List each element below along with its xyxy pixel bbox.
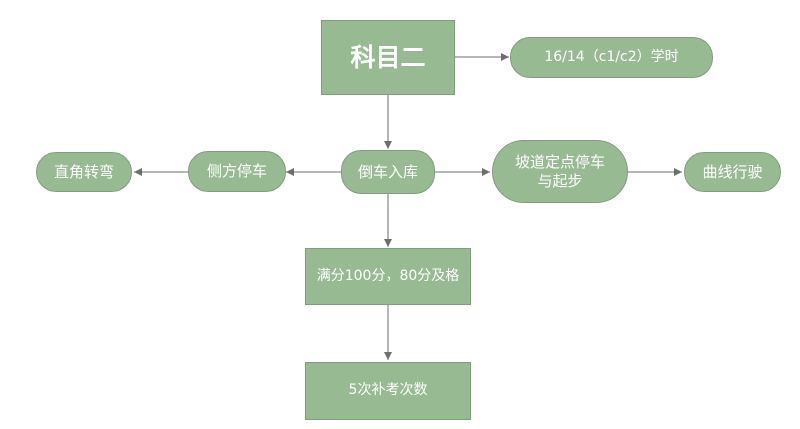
node-hours-label: 16/14（c1/c2）学时 (544, 48, 679, 65)
node-reverse-parking-label: 倒车入库 (357, 162, 418, 181)
node-right-angle-turn: 直角转弯 (36, 152, 132, 192)
node-slope-stop-start-label: 坡道定点停车 与起步 (514, 152, 605, 190)
node-hours: 16/14（c1/c2）学时 (510, 37, 713, 78)
node-root-label: 科目二 (350, 42, 426, 72)
node-slope-stop-start: 坡道定点停车 与起步 (492, 140, 628, 203)
node-curve-driving-label: 曲线行驶 (702, 162, 763, 181)
node-score-label: 满分100分，80分及格 (316, 267, 460, 284)
node-retake: 5次补考次数 (305, 362, 471, 420)
node-root: 科目二 (321, 20, 455, 95)
node-reverse-parking: 倒车入库 (341, 150, 435, 194)
node-score: 满分100分，80分及格 (305, 248, 471, 305)
node-side-parking-label: 侧方停车 (206, 162, 267, 181)
node-side-parking: 侧方停车 (188, 151, 286, 192)
node-curve-driving: 曲线行驶 (684, 152, 781, 192)
node-retake-label: 5次补考次数 (348, 382, 428, 399)
node-right-angle-turn-label: 直角转弯 (53, 162, 114, 181)
